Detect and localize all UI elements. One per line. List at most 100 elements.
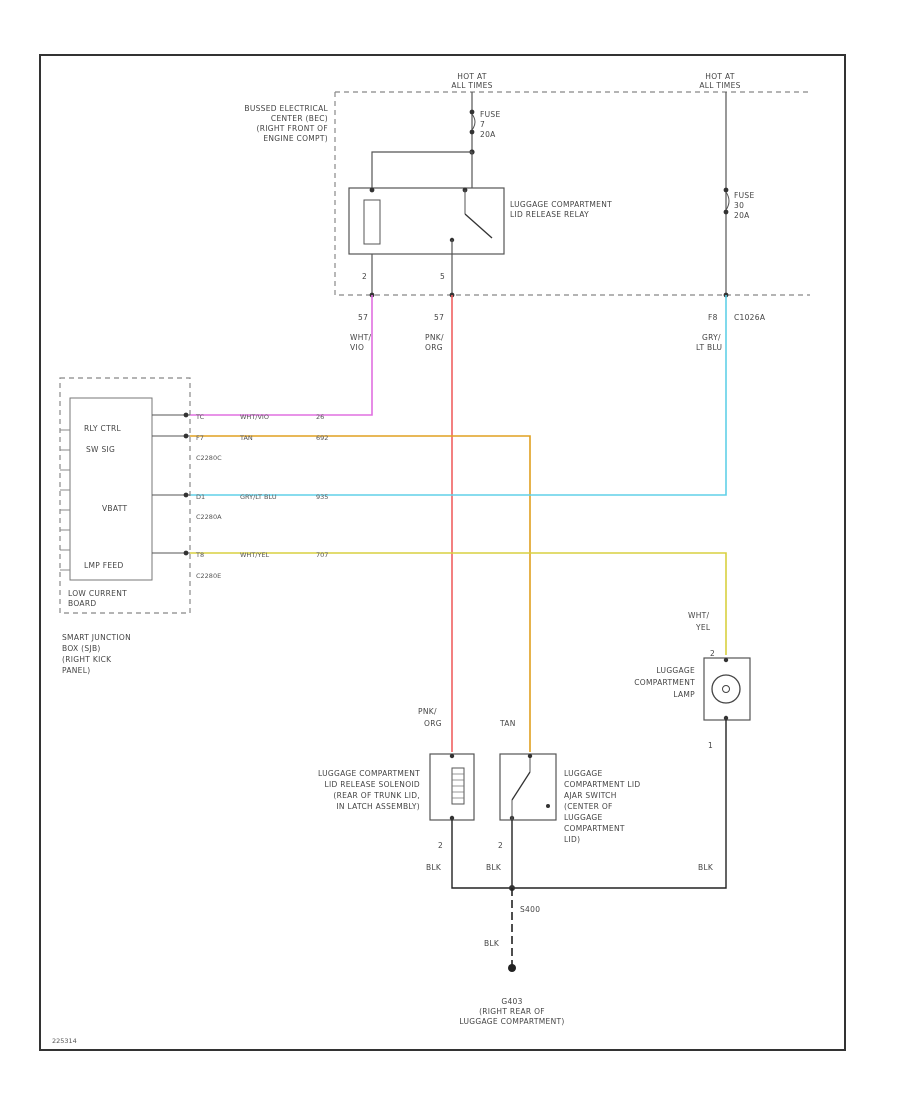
- svg-text:HOT AT: HOT AT: [705, 72, 735, 81]
- svg-text:RLY CTRL: RLY CTRL: [84, 424, 121, 433]
- sjb-row-lmp-feed: LMP FEED T8 WHT/YEL 707: [84, 550, 328, 570]
- svg-text:20A: 20A: [480, 130, 496, 139]
- svg-text:COMPARTMENT: COMPARTMENT: [564, 824, 625, 833]
- blk-label-lower: BLK: [484, 939, 500, 948]
- svg-text:BOARD: BOARD: [68, 599, 96, 608]
- svg-text:LID): LID): [564, 835, 580, 844]
- svg-text:TAN: TAN: [239, 434, 253, 442]
- connector-c2280c: C2280C: [196, 454, 222, 462]
- sjb-row-rly-ctrl: RLY CTRL TC WHT/VIO 26: [84, 412, 324, 433]
- wire-tan: [190, 435, 531, 752]
- wire-label-solenoid: PNK/ ORG: [418, 707, 442, 728]
- svg-text:F7: F7: [196, 434, 204, 442]
- luggage-lid-release-relay: LUGGAGE COMPARTMENT LID RELEASE RELAY: [348, 187, 612, 255]
- svg-text:GRY/: GRY/: [702, 333, 721, 342]
- svg-text:LUGGAGE: LUGGAGE: [656, 666, 695, 675]
- lid-ajar-switch: LUGGAGE COMPARTMENT LID AJAR SWITCH (CEN…: [499, 753, 640, 844]
- connector-c2280e: C2280E: [196, 572, 221, 580]
- svg-text:26: 26: [316, 413, 324, 421]
- ground-wire-lamp: [512, 720, 727, 889]
- ground-point-g403: [508, 964, 516, 972]
- wire-label-pnk: PNK/ ORG: [425, 333, 444, 352]
- relay-pin-2: 2: [362, 272, 367, 281]
- blk-label-right: BLK: [698, 863, 714, 872]
- svg-text:COMPARTMENT LID: COMPARTMENT LID: [564, 780, 640, 789]
- svg-text:AJAR SWITCH: AJAR SWITCH: [564, 791, 617, 800]
- circuit-vio: 57: [358, 313, 368, 322]
- svg-text:PNK/: PNK/: [418, 707, 437, 716]
- wire-gry-lt-blu: [190, 295, 727, 496]
- svg-text:WHT/YEL: WHT/YEL: [240, 551, 270, 559]
- svg-text:FUSE: FUSE: [734, 191, 755, 200]
- svg-text:LAMP: LAMP: [673, 690, 695, 699]
- fuse-30: FUSE 30 20A: [723, 92, 755, 295]
- wire-label-gry: GRY/ LT BLU: [696, 333, 722, 352]
- svg-text:ORG: ORG: [425, 343, 443, 352]
- svg-text:YEL: YEL: [695, 623, 711, 632]
- lamp-pin-2: 2: [710, 649, 715, 658]
- svg-text:WHT/: WHT/: [688, 611, 710, 620]
- svg-text:ALL TIMES: ALL TIMES: [451, 81, 492, 90]
- svg-text:D1: D1: [196, 493, 205, 501]
- diagram-frame: [39, 54, 846, 1051]
- power-center-label: BUSSED ELECTRICAL CENTER (BEC) (RIGHT FR…: [244, 104, 328, 143]
- svg-text:(RIGHT REAR OF: (RIGHT REAR OF: [479, 1007, 545, 1016]
- svg-text:FUSE: FUSE: [480, 110, 501, 119]
- svg-text:935: 935: [316, 493, 328, 501]
- ground-label: G403 (RIGHT REAR OF LUGGAGE COMPARTMENT): [459, 997, 564, 1026]
- sjb-row-vbatt: VBATT D1 GRY/LT BLU 935: [102, 492, 328, 513]
- svg-text:VBATT: VBATT: [102, 504, 127, 513]
- hot-label-right: HOT AT ALL TIMES: [699, 72, 740, 90]
- lid-release-solenoid: LUGGAGE COMPARTMENT LID RELEASE SOLENOID…: [318, 753, 475, 821]
- svg-text:LUGGAGE COMPARTMENT: LUGGAGE COMPARTMENT: [510, 200, 612, 209]
- svg-text:LID RELEASE SOLENOID: LID RELEASE SOLENOID: [324, 780, 420, 789]
- splice-label: S400: [520, 905, 540, 914]
- svg-text:30: 30: [734, 201, 744, 210]
- solenoid-pin-2: 2: [438, 841, 443, 850]
- fuse-7: FUSE 7 20A: [469, 92, 501, 152]
- reference-code: 225314: [52, 1037, 77, 1045]
- sjb-row-sw-sig: SW SIG F7 TAN 692: [86, 433, 328, 454]
- svg-text:BOX (SJB): BOX (SJB): [62, 644, 101, 653]
- wire-wht-yel: [190, 552, 727, 655]
- svg-text:COMPARTMENT: COMPARTMENT: [634, 678, 695, 687]
- svg-text:BUSSED ELECTRICAL: BUSSED ELECTRICAL: [244, 104, 328, 113]
- connector-c2280a: C2280A: [196, 513, 222, 521]
- circuit-pnk: 57: [434, 313, 444, 322]
- svg-text:PANEL): PANEL): [62, 666, 90, 675]
- svg-text:GRY/LT BLU: GRY/LT BLU: [240, 493, 277, 501]
- svg-text:ALL TIMES: ALL TIMES: [699, 81, 740, 90]
- svg-text:ORG: ORG: [424, 719, 442, 728]
- svg-text:TC: TC: [195, 413, 205, 421]
- svg-text:(RIGHT FRONT OF: (RIGHT FRONT OF: [257, 124, 329, 133]
- svg-text:7: 7: [480, 120, 485, 129]
- svg-text:LUGGAGE COMPARTMENT): LUGGAGE COMPARTMENT): [459, 1017, 564, 1026]
- svg-text:LOW CURRENT: LOW CURRENT: [68, 589, 127, 598]
- sjb-name-label: SMART JUNCTION BOX (SJB) (RIGHT KICK PAN…: [62, 633, 131, 675]
- wire-label-vio: WHT/ VIO: [350, 333, 372, 352]
- wire-label-lamp: WHT/ YEL: [688, 611, 711, 632]
- svg-text:SMART JUNCTION: SMART JUNCTION: [62, 633, 131, 642]
- svg-text:ENGINE COMPT): ENGINE COMPT): [263, 134, 328, 143]
- svg-text:LUGGAGE: LUGGAGE: [564, 813, 603, 822]
- svg-text:20A: 20A: [734, 211, 750, 220]
- svg-text:VIO: VIO: [350, 343, 364, 352]
- svg-text:692: 692: [316, 434, 328, 442]
- svg-text:WHT/: WHT/: [350, 333, 372, 342]
- svg-text:LUGGAGE: LUGGAGE: [564, 769, 603, 778]
- luggage-compartment-lamp: LUGGAGE COMPARTMENT LAMP: [634, 657, 751, 721]
- bec-enclosure: [334, 91, 810, 296]
- svg-text:LUGGAGE COMPARTMENT: LUGGAGE COMPARTMENT: [318, 769, 420, 778]
- svg-text:SW SIG: SW SIG: [86, 445, 115, 454]
- svg-text:IN LATCH ASSEMBLY): IN LATCH ASSEMBLY): [336, 802, 420, 811]
- switch-pin-2: 2: [498, 841, 503, 850]
- svg-text:G403: G403: [501, 997, 522, 1006]
- svg-text:707: 707: [316, 551, 328, 559]
- svg-text:PNK/: PNK/: [425, 333, 444, 342]
- blk-label-left: BLK: [426, 863, 442, 872]
- circuit-gry: F8: [708, 313, 718, 322]
- lamp-pin-1: 1: [708, 741, 713, 750]
- svg-text:(REAR OF TRUNK LID,: (REAR OF TRUNK LID,: [333, 791, 420, 800]
- svg-text:HOT AT: HOT AT: [457, 72, 487, 81]
